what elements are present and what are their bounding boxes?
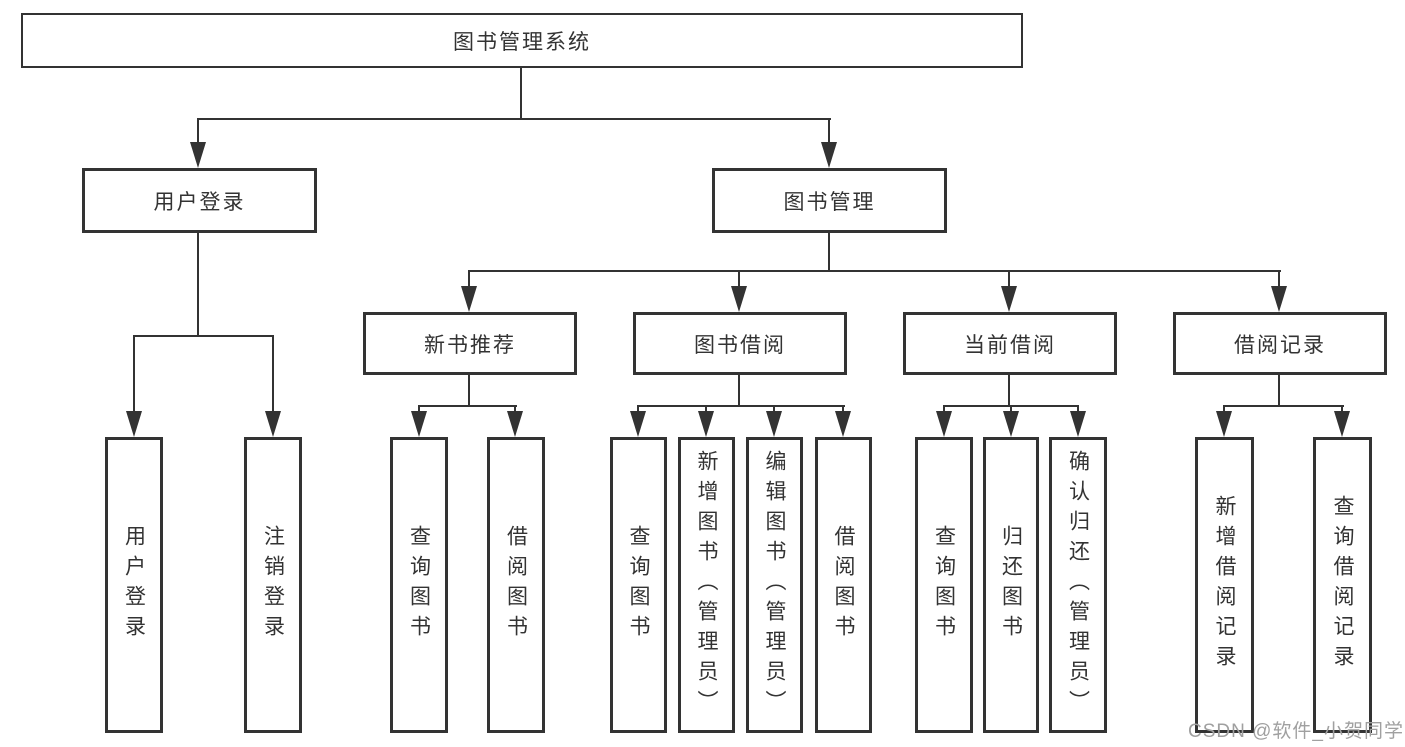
edge-line [1341, 405, 1343, 415]
edge-line [197, 118, 831, 120]
edge-line [468, 270, 470, 290]
arrow-down-icon [190, 142, 206, 168]
leaf-return-book: 归还图书 [983, 437, 1039, 733]
leaf-query-borrow-record-label: 查询借阅记录 [1331, 495, 1354, 675]
edge-line [1077, 405, 1079, 415]
leaf-add-book-admin: 新增图书（管理员） [678, 437, 735, 733]
arrow-down-icon [461, 286, 477, 312]
node-root: 图书管理系统 [21, 13, 1023, 68]
edge-line [133, 335, 274, 337]
arrow-down-icon [1001, 286, 1017, 312]
leaf-edit-book-admin-label: 编辑图书（管理员） [763, 450, 786, 720]
node-root-label: 图书管理系统 [453, 30, 591, 54]
edge-line [468, 270, 1281, 272]
edge-line [418, 405, 517, 407]
arrow-down-icon [936, 411, 952, 437]
node-book-management-label: 图书管理 [783, 190, 876, 214]
edge-line [418, 405, 420, 415]
edge-line [738, 270, 740, 290]
edge-line [1010, 405, 1012, 415]
arrow-down-icon [766, 411, 782, 437]
edge-line [1223, 405, 1225, 415]
node-borrow-record-label: 借阅记录 [1234, 333, 1326, 357]
edge-line [468, 375, 470, 407]
leaf-user-login-label: 用户登录 [122, 525, 146, 645]
leaf-edit-book-admin: 编辑图书（管理员） [746, 437, 803, 733]
leaf-query-book-current-label: 查询图书 [932, 525, 956, 645]
node-book-management: 图书管理 [712, 168, 947, 233]
leaf-borrow-book-label: 借阅图书 [832, 525, 855, 645]
edge-line [828, 118, 830, 146]
leaf-query-book-borrow-label: 查询图书 [627, 525, 650, 645]
leaf-borrow-book: 借阅图书 [815, 437, 872, 733]
edge-line [133, 335, 135, 415]
edge-line [637, 405, 639, 415]
arrow-down-icon [126, 411, 142, 437]
arrow-down-icon [507, 411, 523, 437]
node-new-book-recommend: 新书推荐 [363, 312, 577, 375]
edge-line [520, 68, 522, 120]
node-book-borrow-label: 图书借阅 [694, 333, 786, 357]
node-new-book-recommend-label: 新书推荐 [424, 333, 516, 357]
arrow-down-icon [731, 286, 747, 312]
arrow-down-icon [1216, 411, 1232, 437]
node-user-login: 用户登录 [82, 168, 317, 233]
node-book-borrow: 图书借阅 [633, 312, 847, 375]
leaf-query-book-current: 查询图书 [915, 437, 973, 733]
arrow-down-icon [698, 411, 714, 437]
arrow-down-icon [821, 142, 837, 168]
arrow-down-icon [1003, 411, 1019, 437]
edge-line [272, 335, 274, 415]
edge-line [1008, 375, 1010, 407]
leaf-confirm-return-admin-label: 确认归还（管理员） [1066, 450, 1090, 720]
leaf-user-login: 用户登录 [105, 437, 163, 733]
leaf-query-book-borrow: 查询图书 [610, 437, 667, 733]
leaf-query-book-recommend: 查询图书 [390, 437, 448, 733]
edge-line [637, 405, 845, 407]
leaf-add-borrow-record-label: 新增借阅记录 [1213, 495, 1236, 675]
edge-line [1278, 270, 1280, 290]
edge-line [773, 405, 775, 415]
leaf-add-borrow-record: 新增借阅记录 [1195, 437, 1254, 733]
leaf-query-book-recommend-label: 查询图书 [407, 525, 431, 645]
arrow-down-icon [630, 411, 646, 437]
leaf-add-book-admin-label: 新增图书（管理员） [695, 450, 718, 720]
node-current-borrow-label: 当前借阅 [964, 333, 1056, 357]
arrow-down-icon [411, 411, 427, 437]
edge-line [738, 375, 740, 407]
node-borrow-record: 借阅记录 [1173, 312, 1387, 375]
leaf-logout: 注销登录 [244, 437, 302, 733]
arrow-down-icon [1271, 286, 1287, 312]
leaf-borrow-book-recommend-label: 借阅图书 [504, 525, 528, 645]
edge-line [514, 405, 516, 415]
arrow-down-icon [265, 411, 281, 437]
arrow-down-icon [835, 411, 851, 437]
node-current-borrow: 当前借阅 [903, 312, 1117, 375]
edge-line [1008, 270, 1010, 290]
edge-line [1223, 405, 1344, 407]
edge-line [705, 405, 707, 415]
leaf-logout-label: 注销登录 [261, 525, 285, 645]
arrow-down-icon [1070, 411, 1086, 437]
edge-line [842, 405, 844, 415]
leaf-return-book-label: 归还图书 [999, 525, 1023, 645]
edge-line [197, 118, 199, 146]
arrow-down-icon [1334, 411, 1350, 437]
edge-line [943, 405, 945, 415]
node-user-login-label: 用户登录 [153, 190, 246, 214]
leaf-query-borrow-record: 查询借阅记录 [1313, 437, 1372, 733]
edge-line [828, 233, 830, 272]
csdn-watermark: CSDN @软件_小贺同学 [1188, 721, 1404, 742]
edge-line [197, 233, 199, 337]
leaf-confirm-return-admin: 确认归还（管理员） [1049, 437, 1107, 733]
edge-line [1278, 375, 1280, 407]
leaf-borrow-book-recommend: 借阅图书 [487, 437, 545, 733]
